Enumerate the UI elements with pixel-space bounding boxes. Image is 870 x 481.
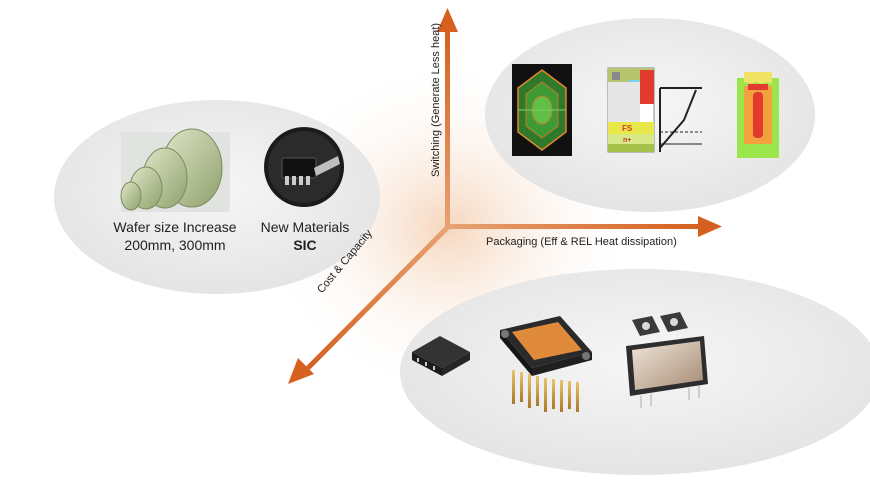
field-profile-graph <box>659 87 702 152</box>
layer-label-fs: FS <box>622 124 633 133</box>
diagonal-axis-arrow <box>288 225 450 384</box>
horizontal-axis-label: Packaging (Eff & REL Heat dissipation) <box>486 236 677 248</box>
sic-material-image <box>264 127 344 207</box>
large-module-image <box>626 312 708 408</box>
trench-cell-image <box>737 72 779 158</box>
material-caption-line2: SIC <box>293 237 317 253</box>
wafer-caption-line2: 200mm, 300mm <box>124 237 226 253</box>
material-caption: New Materials SIC <box>245 218 365 254</box>
wafer-size-image <box>120 128 230 212</box>
cross-section-image <box>607 67 655 153</box>
wafer-caption: Wafer size Increase 200mm, 300mm <box>100 218 250 254</box>
wafer-caption-line1: Wafer size Increase <box>113 219 237 235</box>
vertical-axis-label: Switching (Generate Less heat) <box>430 22 442 178</box>
horizontal-axis-arrow <box>447 216 722 237</box>
chip-die-image <box>512 64 572 156</box>
vertical-axis-arrow <box>437 8 458 228</box>
layer-label-n: n+ <box>623 137 631 144</box>
material-caption-line1: New Materials <box>260 219 350 235</box>
qfn-package-image <box>412 336 470 376</box>
power-module-image <box>500 316 592 412</box>
